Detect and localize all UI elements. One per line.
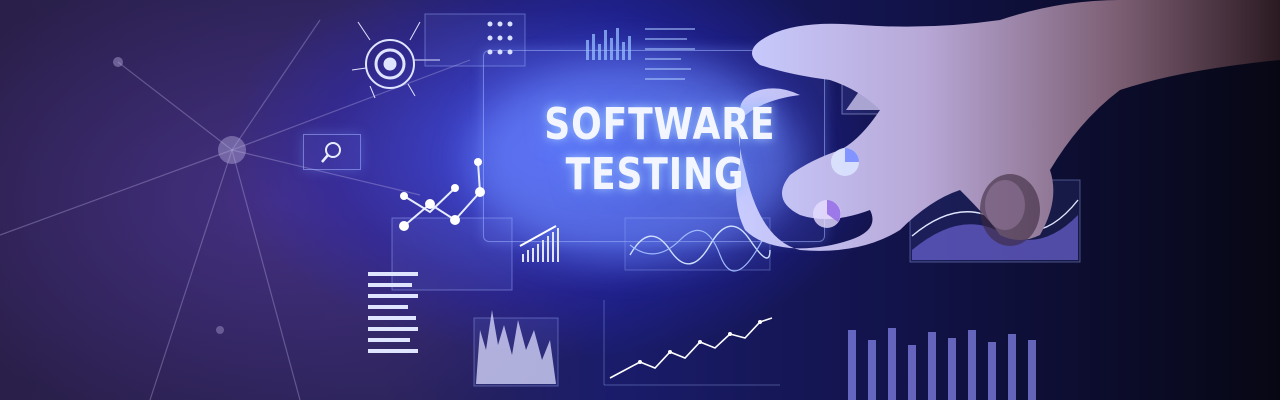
network-node: [216, 326, 224, 334]
headline-line-2: TESTING: [565, 149, 745, 200]
headline: SOFTWARE TESTING: [520, 100, 790, 200]
network-node: [113, 57, 123, 67]
search-panel: [303, 134, 361, 170]
headline-line-1: SOFTWARE: [544, 99, 776, 150]
search-icon: [321, 142, 341, 163]
hologram-panel-main: [483, 50, 825, 242]
network-node: [218, 136, 246, 164]
